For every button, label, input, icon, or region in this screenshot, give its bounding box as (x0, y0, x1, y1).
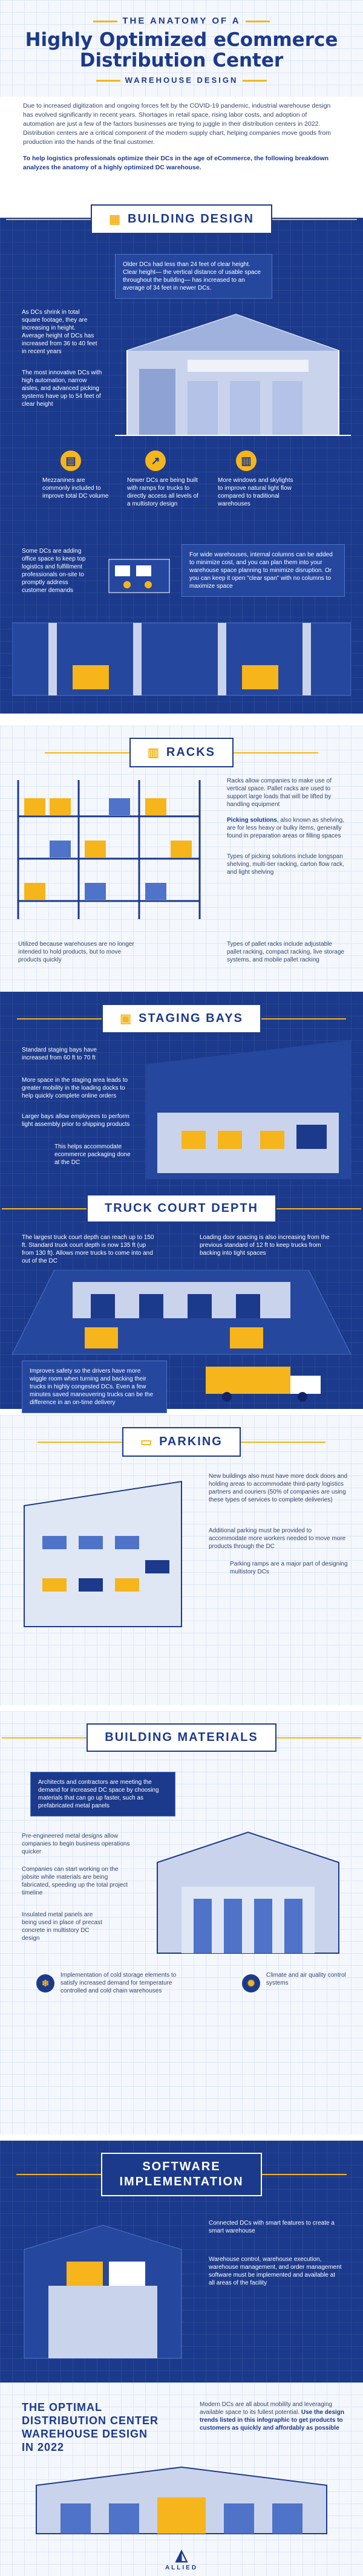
ramp-icon: ↗ (145, 450, 166, 471)
intro-paragraph: Due to increased digitization and ongoin… (23, 102, 331, 146)
racks-heading: ▥ RACKS (129, 738, 234, 767)
office-illustration (108, 559, 170, 593)
car-icon: ▭ (140, 1436, 154, 1449)
truck-heading-row: TRUCK COURT DEPTH (0, 1194, 363, 1223)
logo-mark: ◭ (175, 2546, 188, 2564)
materials-cold-note: Implementation of cold storage elements … (60, 1972, 177, 1994)
materials-preengineered-note: Pre-engineered metal designs allow compa… (22, 1833, 130, 1855)
building-heading-row: ▦ BUILDING DESIGN (0, 204, 363, 234)
cold-storage-icon: ❄ (36, 1974, 54, 1992)
safety-note: Improves safety so the drivers have more… (22, 1361, 167, 1413)
staging-heading-row: ▣ STAGING BAYS (0, 1004, 363, 1033)
materials-heading-row: BUILDING MATERIALS (0, 1723, 363, 1752)
optimal-heading: THE OPTIMAL DISTRIBUTION CENTER WAREHOUS… (22, 2401, 159, 2453)
truck-court-heading: TRUCK COURT DEPTH (87, 1194, 276, 1223)
materials-climate-note: Climate and air quality control systems (266, 1972, 346, 1986)
software-smart-note: Connected DCs with smart features to cre… (209, 2220, 335, 2234)
materials-insulated-note: Insulated metal panels are being used in… (22, 1911, 102, 1942)
climate-icon: ✺ (242, 1974, 260, 1992)
building-heading: ▦ BUILDING DESIGN (91, 204, 272, 234)
loading-door-note: Loading door spacing is also increasing … (200, 1234, 330, 1257)
parking-heading-row: ▭ PARKING (0, 1427, 363, 1457)
ramps-note: Newer DCs are being built with ramps for… (127, 477, 198, 507)
bay-depth-note: Standard staging bays have increased fro… (22, 1047, 97, 1061)
court-depth-note: The largest truck court depth can reach … (22, 1234, 154, 1264)
racks-vertical-note: Racks allow companies to make use of ver… (227, 778, 332, 808)
building-design-section: ▦ BUILDING DESIGN Older DCs had less tha… (0, 204, 363, 714)
mezzanine-icon: ▤ (60, 450, 81, 471)
racks-utilized-note: Utilized because warehouses are no longe… (18, 941, 134, 963)
allied-logo: ◭ ALLIED (0, 2546, 363, 2571)
software-heading: SOFTWARE IMPLEMENTATION (101, 2153, 262, 2196)
clear-height-note: Older DCs had less than 24 feet of clear… (115, 254, 272, 299)
racks-heading-row: ▥ RACKS (0, 738, 363, 767)
page-subtitle: WAREHOUSE DESIGN (0, 76, 363, 85)
parking-ramps-note: Parking ramps are a major part of design… (230, 1561, 348, 1575)
truck-court-illustration (12, 1270, 351, 1355)
page-title: Highly Optimized eCommerce Distribution … (25, 29, 338, 71)
staging-section: ▣ STAGING BAYS Standard staging bays hav… (0, 992, 363, 1413)
window-icon: ▥ (236, 450, 257, 471)
footage-note: As DCs shrink in total square footage, t… (22, 309, 97, 355)
bay-packaging-note: This helps accommodate ecommerce packagi… (54, 1143, 131, 1166)
materials-heading: BUILDING MATERIALS (87, 1723, 276, 1752)
software-heading-row: SOFTWARE IMPLEMENTATION (0, 2153, 363, 2196)
columns-illustration (12, 622, 351, 696)
header-pre: THE ANATOMY OF A (0, 16, 363, 26)
materials-prefab-note: Architects and contractors are meeting t… (30, 1772, 175, 1817)
parking-heading: ▭ PARKING (122, 1427, 241, 1457)
parking-workers-note: Additional parking must be provided to a… (209, 1527, 346, 1550)
windows-note: More windows and skylights to improve na… (218, 477, 293, 507)
optimal-summary: Modern DCs are all about mobility and le… (200, 2401, 345, 2431)
intro-highlight: To help logistics professionals optimize… (23, 155, 329, 171)
parking-docks-note: New buildings also must have more dock d… (209, 1473, 348, 1503)
software-illustration (24, 2225, 182, 2359)
building-icon: ▦ (109, 213, 122, 226)
header: THE ANATOMY OF A Highly Optimized eComme… (0, 0, 363, 97)
intro: Due to increased digitization and ongoin… (0, 97, 363, 187)
pallet-types-note: Types of pallet racks include adjustable… (227, 941, 344, 963)
optimal-section: THE OPTIMAL DISTRIBUTION CENTER WAREHOUS… (0, 2382, 363, 2576)
delivery-truck-illustration (206, 1367, 321, 1402)
warehouse-illustration (115, 313, 351, 436)
parking-section: ▭ PARKING New buildings also must have m… (0, 1415, 363, 1705)
materials-illustration (157, 1831, 339, 1954)
optimal-illustration (36, 2466, 327, 2534)
software-section: SOFTWARE IMPLEMENTATION Connected DCs wi… (0, 2141, 363, 2382)
mezzanines-note: Mezzanines are commonly included to impr… (42, 477, 109, 499)
bay-larger-note: Larger bays allow employees to perform l… (22, 1113, 130, 1128)
rack-illustration (17, 780, 201, 919)
staging-illustration (145, 1040, 351, 1179)
bay-icon: ▣ (120, 1012, 132, 1026)
office-note: Some DCs are adding office space to keep… (22, 548, 86, 594)
rack-icon: ▥ (147, 746, 160, 759)
columns-note: For wide warehouses, internal columns ca… (182, 544, 345, 597)
picking-note: Picking solutions, also known as shelvin… (227, 817, 344, 839)
staging-heading: ▣ STAGING BAYS (102, 1004, 261, 1033)
picking-types-note: Types of picking solutions include longs… (227, 853, 344, 876)
software-systems-note: Warehouse control, warehouse execution, … (209, 2256, 342, 2286)
racks-section: ▥ RACKS Racks allow companies to m (0, 726, 363, 992)
automation-note: The most innovative DCs with high automa… (22, 369, 102, 408)
materials-jobsite-note: Companies can start working on the jobsi… (22, 1866, 128, 1896)
materials-section: BUILDING MATERIALS Architects and contra… (0, 1711, 363, 2135)
parking-illustration (24, 1480, 182, 1627)
bay-space-note: More space in the staging area leads to … (22, 1077, 128, 1099)
